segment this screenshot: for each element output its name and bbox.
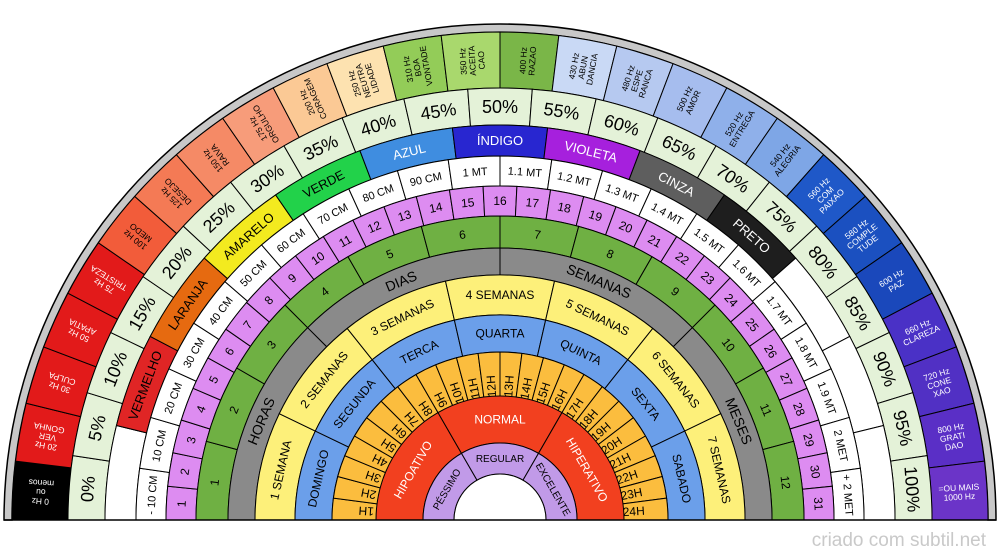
center-hole [453,473,547,521]
hours-number-ring-label: 2 [226,404,242,416]
percent-ring-label: 50% [482,97,518,117]
hours-number-ring-label: 6 [458,227,467,242]
hours-number-ring-label: 5 [384,246,396,262]
days-number-ring-label: 4 [193,403,209,414]
frequency-ring-label: 580 HzCOMPLETUDE [839,214,885,259]
days-number-ring-label: 31 [811,497,826,511]
frequency-ring-label: 400 HzRAZAO [517,45,538,76]
percent-ring-label: 100% [900,465,923,512]
hours-number-ring-label: 11 [757,401,775,418]
days-number-ring-label: 21 [645,232,664,251]
clock-ring-label: 10H [447,380,467,405]
clock-ring-label: 24H [622,504,645,519]
distance-ring-label: 1 MT [462,166,488,180]
clock-ring-label: 23H [619,485,643,503]
weekday-ring: DOMINGOSEGUNDATERCAQUARTAQUINTASEXTASABA… [294,314,706,521]
weeks-ring-label: 4 SEMANAS [466,288,535,302]
hours-number-ring-label: 8 [604,246,616,262]
days-number-ring-label: 2 [177,467,192,476]
clock-ring-label: 11H [465,377,483,400]
days-number-ring-label: 13 [396,207,413,224]
days-number-ring-label: 16 [493,194,507,208]
days-number-ring-label: 15 [460,195,475,210]
clock-ring-label: 9H [431,390,450,410]
clock-ring-label: 13H [501,375,516,398]
days-number-ring-label: 12 [365,218,383,236]
clock-ring-label: 12H [484,375,499,398]
distance-ring-label: + 2 MET [840,474,855,517]
percent-ring-label: 0% [77,475,99,502]
days-number-ring-label: 30 [807,464,823,480]
clock-ring-label: 14H [517,376,535,400]
days-number-ring-label: 1 [174,500,188,508]
days-number-ring-label: 29 [800,432,817,449]
clock-ring-label: 15H [533,381,553,406]
clock-ring-label: 3H [364,468,383,486]
days-number-ring-label: 18 [556,200,572,216]
days-number-ring-label: 27 [777,371,796,389]
days-number-ring-label: 19 [587,207,604,224]
hours-number-ring-label: 7 [533,227,542,242]
days-number-ring-label: 14 [428,199,444,215]
days-number-ring-label: 3 [184,435,199,445]
distance-ring-label: 1.1 MT [507,166,542,180]
clock-ring-label: 22H [614,467,639,487]
state-ring-label: NORMAL [474,413,526,427]
color-ring-label: ÍNDIGO [477,133,523,148]
days-number-ring-label: 20 [617,218,635,236]
hours-number-ring-label: 12 [778,475,794,490]
clock-ring-label: 4H [370,451,390,470]
clock-ring-label: 1H [358,504,374,519]
weekday-ring-label: QUARTA [476,327,525,341]
frequency-ring-label: 350 HzACEITACAO [457,45,487,77]
clock-ring-label: 2H [360,485,378,502]
footer-credit: criado com subtil.net [811,530,986,551]
days-number-ring-label: 28 [790,401,808,419]
hours-number-ring-label: 1 [207,478,222,487]
frequency-ring-label: 0 Hzoumenos [27,477,54,507]
percent-ring: 0%5%10%15%20%25%30%35%40%45%50%55%60%65%… [67,87,933,521]
days-number-ring-label: 17 [525,195,540,210]
frequency-ring-label: =OU MAIS1000 Hz [938,481,980,503]
distance-ring-label: - 10 CM [145,475,160,515]
frequency-ring-label: 800 HzGRATIDAO [937,421,969,454]
quality-ring-label: REGULAR [476,454,524,465]
